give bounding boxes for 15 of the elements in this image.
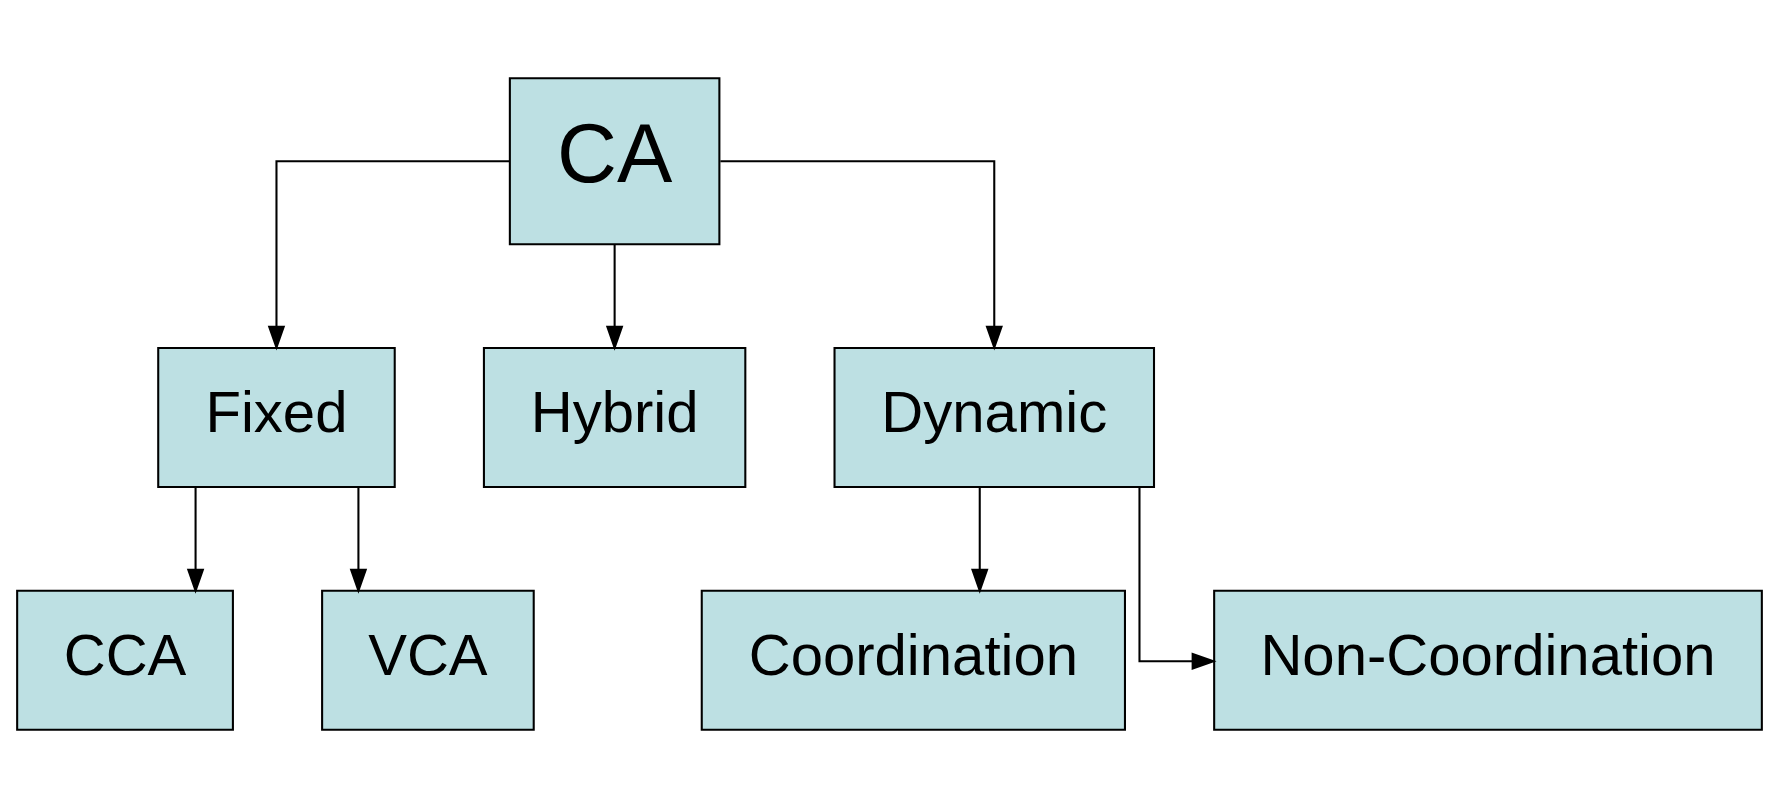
- node-box: Fixed: [157, 346, 396, 488]
- node-box: Dynamic: [833, 346, 1156, 488]
- node-box: Hybrid: [482, 346, 747, 488]
- arrow: [605, 243, 624, 351]
- arrow: [186, 486, 205, 594]
- node-box: CCA: [16, 589, 234, 731]
- arrow: [971, 486, 989, 594]
- arrow: [1138, 486, 1217, 670]
- node-box: CA: [508, 76, 721, 245]
- arrow: [267, 159, 510, 351]
- arrow: [349, 486, 368, 594]
- node-box: Coordination: [700, 589, 1126, 731]
- arrow: [720, 159, 1003, 351]
- node-box: VCA: [321, 589, 535, 731]
- node-box: Non-Coordination: [1213, 589, 1763, 731]
